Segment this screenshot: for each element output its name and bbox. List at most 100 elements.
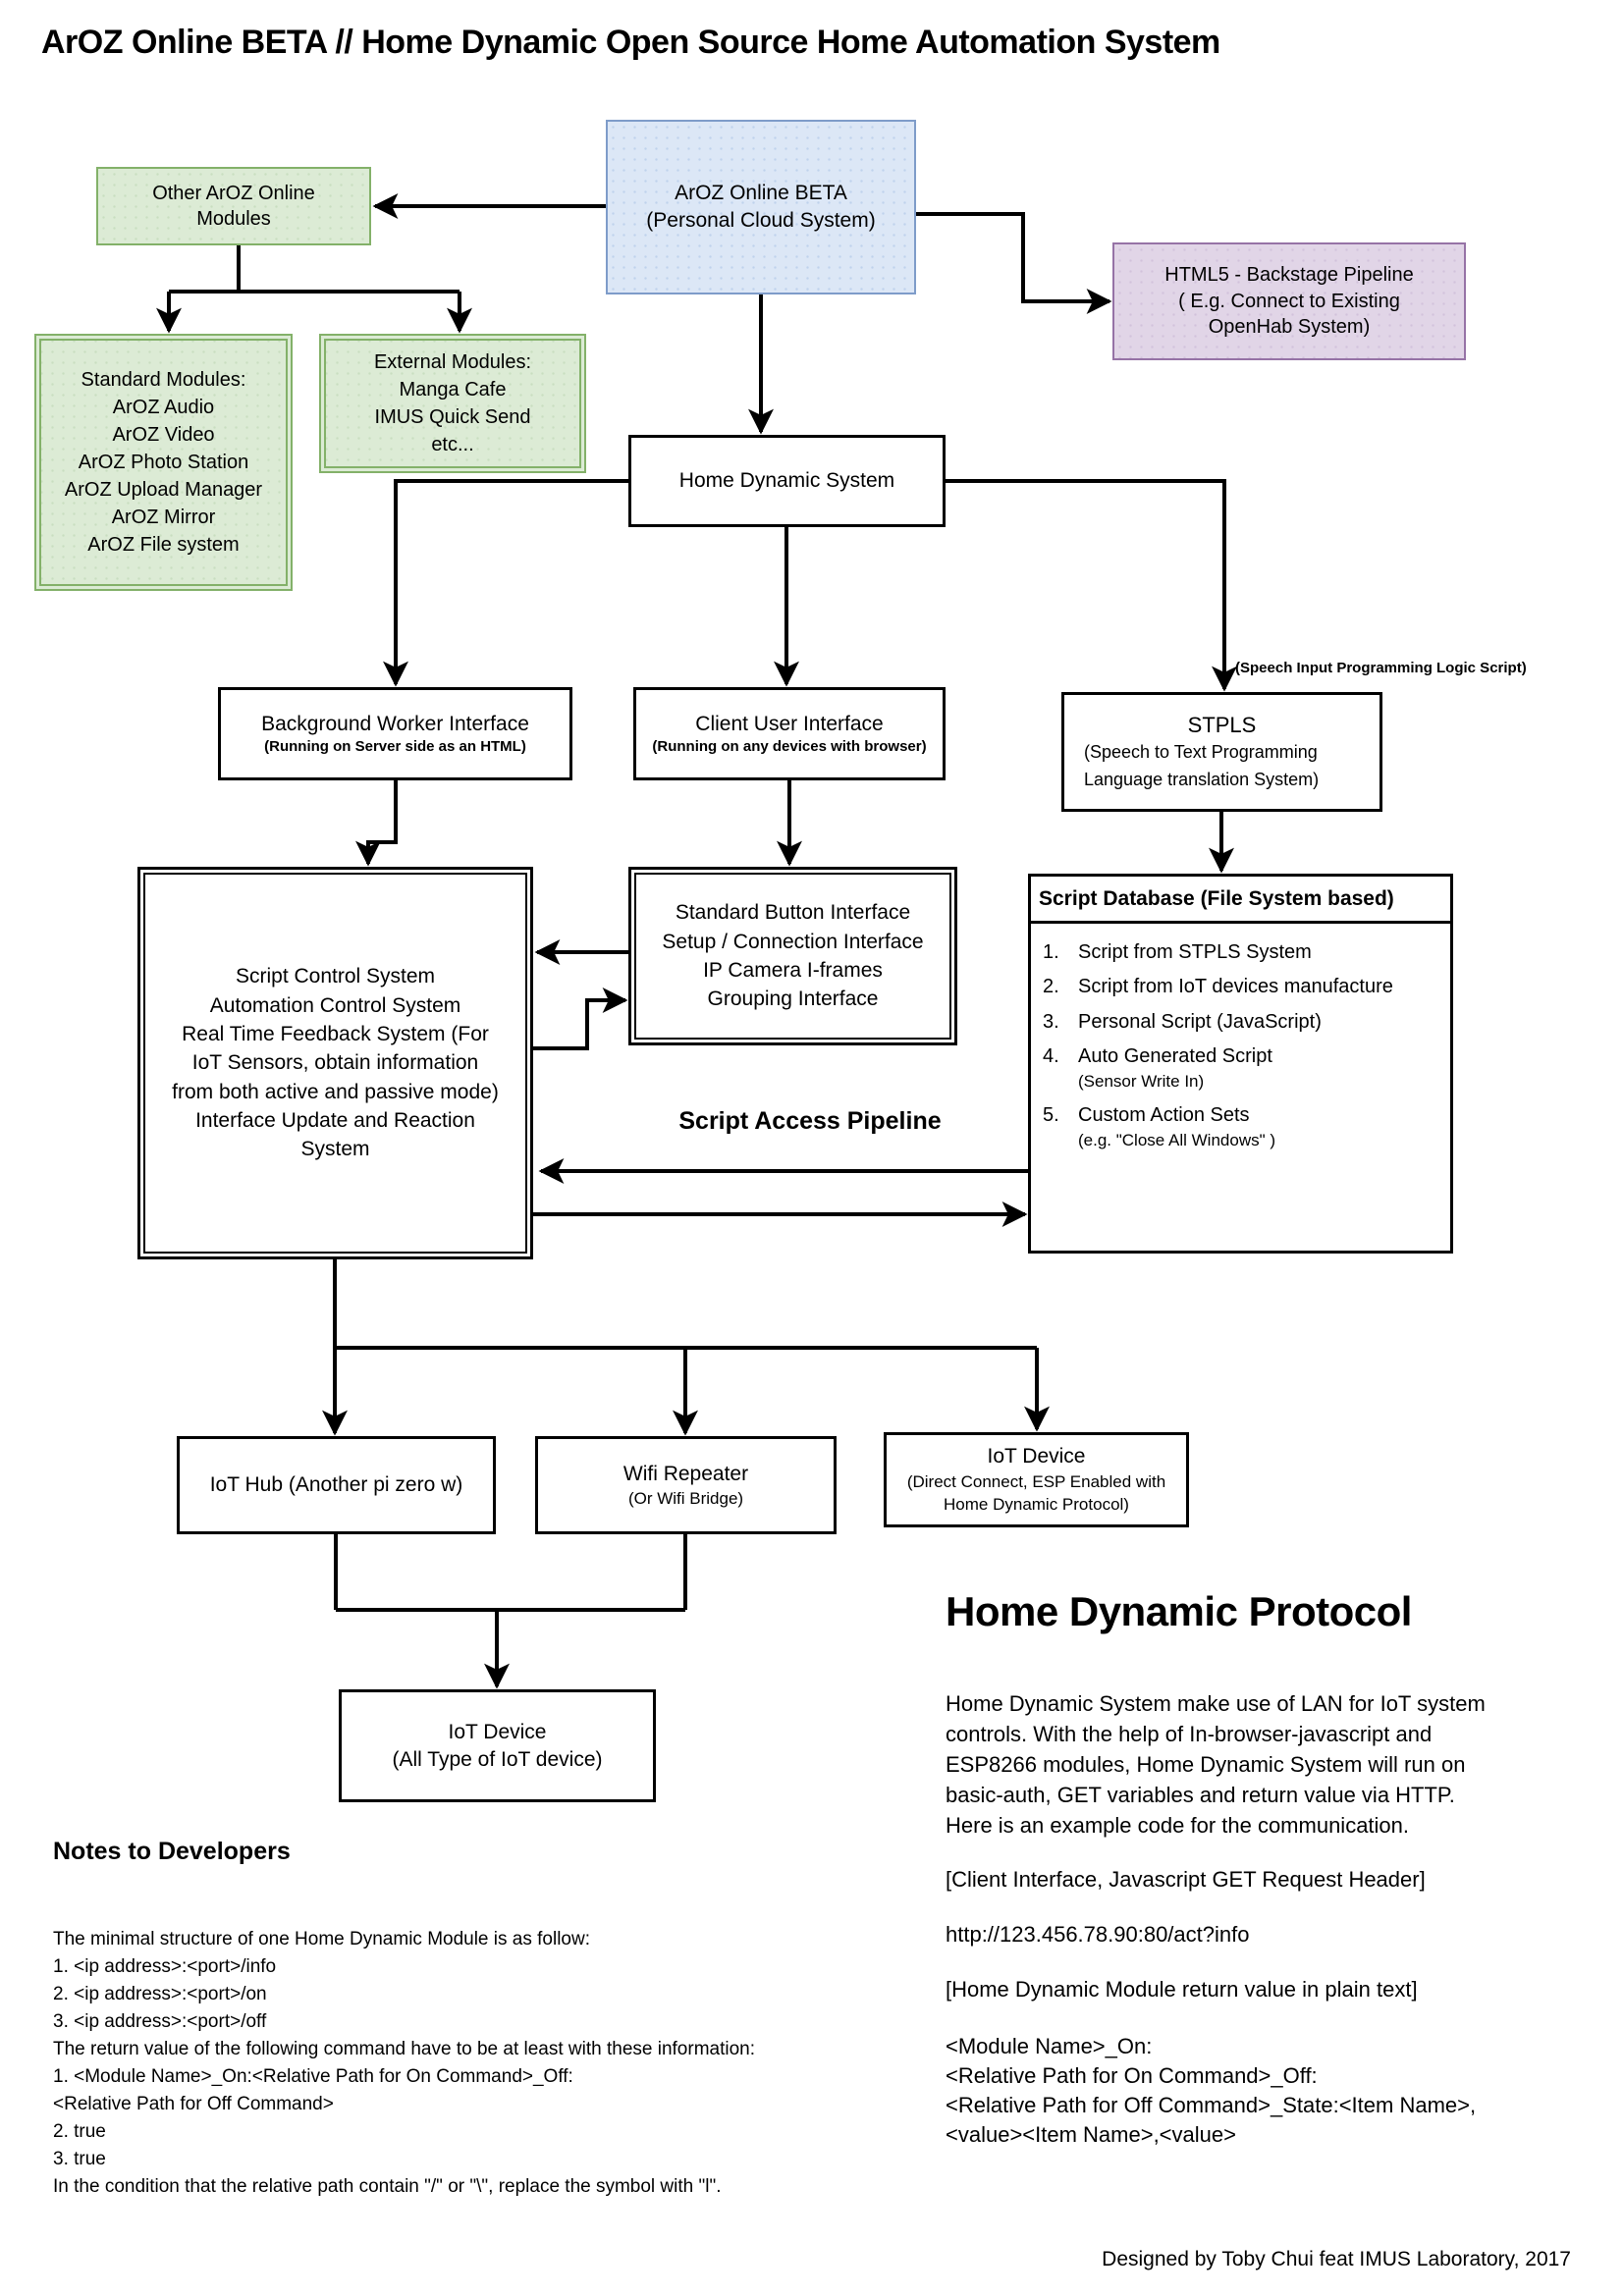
node-label: IoT Device [448,1720,547,1743]
node-label: IoT Device [987,1445,1086,1468]
node-label: ArOZ Audio [112,397,215,418]
protocol-return-label: [Home Dynamic Module return value in pla… [946,1977,1418,2002]
node-label: Manga Cafe [399,379,507,400]
protocol-paragraph-line: controls. With the help of In-browser-ja… [946,1722,1433,1746]
node-label: STPLS [1187,712,1257,737]
node-label: Modules [196,208,271,230]
node-label: etc... [431,434,474,455]
protocol-paragraph-line: basic-auth, GET variables and return val… [946,1783,1455,1807]
script-database-list: 1. Script from STPLS System 2. Script fr… [1031,924,1450,1161]
notes-line: <Relative Path for Off Command> [53,2094,334,2114]
node-label: External Modules: [373,351,532,373]
list-item-number: 4. [1043,1044,1059,1067]
protocol-paragraph-line: Here is an example code for the communic… [946,1813,1410,1838]
edge-beta-to-html5 [916,212,1112,314]
node-label: Script Control System [235,965,436,988]
node-label: Interface Update and Reaction [195,1109,475,1133]
protocol-return-line: <Relative Path for Off Command>_State:<I… [946,2093,1477,2117]
notes-line: 2. <ip address>:<port>/on [53,1984,267,2004]
list-item: 3. Personal Script (JavaScript) [1043,1009,1440,1035]
list-item: 5. Custom Action Sets [1043,1102,1440,1128]
protocol-paragraph: Home Dynamic System make use of LAN for … [946,1688,1574,1841]
node-label: Automation Control System [209,993,461,1017]
edge-hds-to-stpls [946,479,1237,692]
node-sublabel: (Speech to Text Programming [1084,741,1318,762]
notes-line: The minimal structure of one Home Dynami… [53,1929,590,1949]
script-database-header: Script Database (File System based) [1031,877,1450,924]
edge-scs-split-trunk [333,1259,1037,1350]
edge-hds-to-bwi [383,479,628,687]
node-label: ArOZ File system [87,534,240,556]
node-label: Home Dynamic System [678,469,895,493]
list-item-number: 2. [1043,976,1059,998]
node-label: IoT Sensors, obtain information [191,1051,479,1075]
node-label: ArOZ Upload Manager [64,479,263,501]
node-label: System [300,1138,370,1161]
list-item-text: Auto Generated Script [1078,1044,1272,1067]
list-item-note: (e.g. "Close All Windows" ) [1078,1131,1276,1150]
edge-other-split-trunk [169,245,460,294]
node-label: (All Type of IoT device) [392,1747,603,1771]
node-other-aroz-modules: Other ArOZ Online Modules [96,167,371,245]
node-external-modules: External Modules: Manga Cafe IMUS Quick … [319,334,586,473]
list-item-number: 5. [1043,1103,1059,1126]
list-item-note: (Sensor Write In) [1078,1072,1205,1092]
list-item-text: Custom Action Sets [1078,1103,1250,1126]
node-label: ( E.g. Connect to Existing [1178,290,1400,312]
protocol-paragraph-line: ESP8266 modules, Home Dynamic System wil… [946,1752,1466,1777]
notes-line: 3. true [53,2149,106,2169]
node-label: Setup / Connection Interface [662,930,924,953]
node-label: Standard Modules: [81,369,246,391]
node-aroz-online-beta: ArOZ Online BETA (Personal Cloud System) [606,120,916,294]
list-item: 4. Auto Generated Script [1043,1043,1440,1069]
node-background-worker-interface: Background Worker Interface (Running on … [218,687,572,780]
node-iot-device-all: IoT Device (All Type of IoT device) [339,1689,656,1802]
notes-line: 2. true [53,2121,106,2142]
node-standard-modules: Standard Modules: ArOZ Audio ArOZ Video … [34,334,293,591]
node-label: OpenHab System) [1208,316,1371,339]
node-label: Grouping Interface [707,988,879,1011]
script-access-pipeline-label: Script Access Pipeline [678,1107,942,1135]
node-iot-device-direct: IoT Device (Direct Connect, ESP Enabled … [884,1432,1189,1527]
footer-credit: Designed by Toby Chui feat IMUS Laborato… [1102,2248,1571,2270]
node-label: Other ArOZ Online [152,182,315,204]
list-item: 2. Script from IoT devices manufacture [1043,974,1440,999]
notes-line: 1. <ip address>:<port>/info [53,1956,277,1977]
node-label: ArOZ Online BETA [675,182,847,205]
node-wifi-repeater: Wifi Repeater (Or Wifi Bridge) [535,1436,837,1534]
list-item-text: Script from IoT devices manufacture [1078,976,1393,998]
list-item: 1. Script from STPLS System [1043,939,1440,965]
node-label: Background Worker Interface [261,712,529,735]
node-label: Standard Button Interface [675,901,911,925]
protocol-request-header-label: [Client Interface, Javascript GET Reques… [946,1867,1426,1892]
node-iot-hub: IoT Hub (Another pi zero w) [177,1436,496,1534]
protocol-heading: Home Dynamic Protocol [946,1588,1412,1634]
node-label: Wifi Repeater [622,1462,749,1485]
node-standard-button-interface: Standard Button Interface Setup / Connec… [628,867,957,1045]
node-sublabel: Language translation System) [1084,769,1320,789]
node-label: IMUS Quick Send [374,406,531,428]
notes-line: The return value of the following comman… [53,2039,756,2059]
list-item-text: Script from STPLS System [1078,940,1312,963]
protocol-request-url: http://123.456.78.90:80/act?info [946,1922,1250,1947]
node-html5-backstage-pipeline: HTML5 - Backstage Pipeline ( E.g. Connec… [1112,242,1466,360]
edge-hub-wifi-join [334,1534,687,1612]
node-label: HTML5 - Backstage Pipeline [1164,264,1414,287]
protocol-return-line: <value><Item Name>,<value> [946,2122,1236,2147]
node-stpls: STPLS (Speech to Text Programming Langua… [1061,692,1382,812]
protocol-return-block: <Module Name>_On: <Relative Path for On … [946,2032,1574,2150]
node-label: Client User Interface [695,712,884,735]
page-title: ArOZ Online BETA // Home Dynamic Open So… [41,24,1220,61]
edge-bwi-to-scs [355,780,398,867]
protocol-return-line: <Relative Path for On Command>_Off: [946,2063,1318,2088]
notes-body: The minimal structure of one Home Dynami… [53,1926,858,2201]
stpls-annotation: (Speech Input Programming Logic Script) [1235,660,1527,676]
notes-heading: Notes to Developers [53,1838,291,1865]
notes-line: 1. <Module Name>_On:<Relative Path for O… [53,2066,573,2087]
edge-scs-to-sbi [533,988,628,1050]
notes-line: 3. <ip address>:<port>/off [53,2011,267,2032]
node-client-user-interface: Client User Interface (Running on any de… [633,687,946,780]
node-label: ArOZ Mirror [111,507,216,528]
protocol-return-line: <Module Name>_On: [946,2034,1153,2058]
